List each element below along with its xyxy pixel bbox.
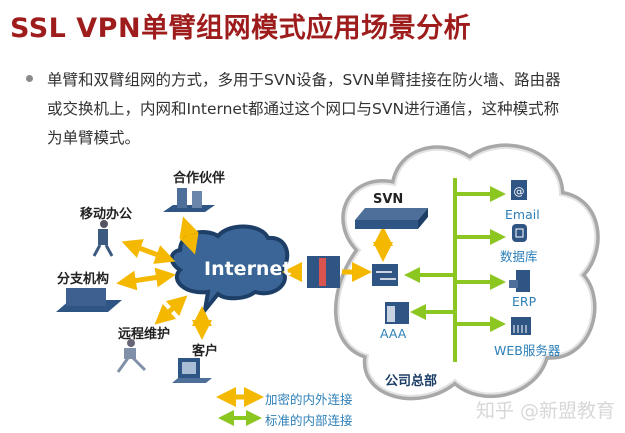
svn-device-icon [355, 208, 428, 229]
database-label: 数据库 [500, 249, 538, 264]
erp-label: ERP [512, 294, 537, 309]
legend-standard-label: 标准的内部连接 [265, 413, 353, 428]
branch-label: 分支机构 [57, 272, 110, 287]
email-server-icon: @ [511, 180, 527, 200]
aaa-label: AAA [380, 326, 407, 341]
remote-worker-icon [116, 339, 147, 373]
legend-encrypted-label: 加密的内外连接 [265, 392, 353, 407]
firewall-icon [307, 256, 340, 288]
paragraph-line: 或交换机上，内网和Internet都通过这个网口与SVN进行通信，这种模式称 [47, 100, 560, 118]
watermark: 知乎 @新盟教育 [476, 400, 616, 422]
branch-link-arrow [116, 267, 176, 291]
erp-server-icon [509, 270, 530, 292]
customer-building-icon [172, 358, 212, 383]
remote-label: 远程维护 [118, 327, 171, 342]
page-title: SSL VPN单臂组网模式应用场景分析 [10, 13, 472, 44]
web-server-label: WEB服务器 [494, 343, 561, 358]
switch-icon [372, 264, 398, 286]
web-server-icon [511, 317, 531, 335]
aaa-server-icon [385, 302, 409, 324]
partner-link-arrow [179, 216, 199, 255]
mobile-worker-icon [92, 220, 114, 257]
remote-link-arrow [154, 295, 188, 325]
database-icon [512, 224, 527, 242]
mobile-label: 移动办公 [80, 207, 133, 222]
customer-label: 客户 [192, 344, 219, 359]
branch-building-icon [56, 288, 122, 312]
partner-building-icon [163, 188, 215, 212]
partner-label: 合作伙伴 [173, 171, 226, 186]
paragraph-line: 为单臂模式。 [47, 129, 141, 147]
bullet-dot [26, 75, 33, 82]
internet-cloud [169, 224, 290, 318]
paragraph-line: 单臂和双臂组网的方式，多用于SVN设备，SVN单臂挂接在防火墙、路由器 [47, 71, 561, 89]
mobile-link-arrow [121, 239, 176, 264]
internet-label: Internet [204, 258, 292, 280]
svg-text:@: @ [514, 185, 525, 198]
email-label: Email [505, 207, 540, 222]
hq-label: 公司总部 [385, 374, 438, 389]
svn-label: SVN [373, 192, 404, 207]
